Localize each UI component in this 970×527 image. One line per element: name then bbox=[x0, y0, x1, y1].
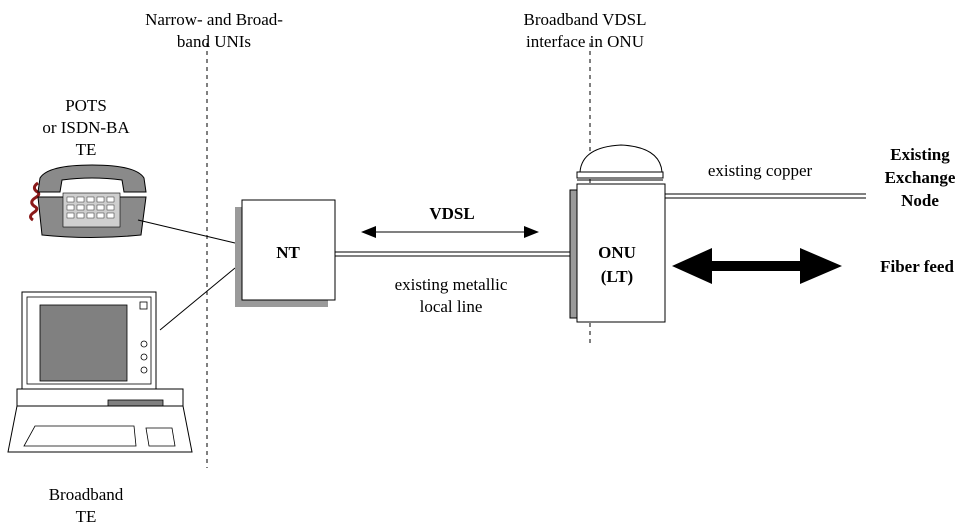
existing-copper-label: existing copper bbox=[708, 161, 813, 180]
pots-label-line1: POTS bbox=[65, 96, 107, 115]
vdsl-interface-label-line1: Broadband VDSL bbox=[524, 10, 647, 29]
vdsl-arrow-left-head bbox=[361, 226, 376, 238]
onu-box bbox=[569, 183, 666, 323]
metallic-line-label-line2: local line bbox=[420, 297, 483, 316]
pots-label-line3: TE bbox=[76, 140, 97, 159]
telephone-to-nt-line bbox=[137, 219, 236, 244]
broadband-te-label-line2: TE bbox=[76, 507, 97, 526]
uni-label-line1: Narrow- and Broad- bbox=[145, 10, 283, 29]
fiber-feed-arrow bbox=[672, 248, 842, 284]
onu-dome-icon bbox=[576, 144, 664, 181]
computer-terminal-icon bbox=[7, 291, 193, 453]
fiber-feed-label: Fiber feed bbox=[880, 257, 954, 276]
telephone-icon bbox=[29, 164, 147, 238]
vdsl-label: VDSL bbox=[429, 204, 474, 223]
onu-label-line2: (LT) bbox=[601, 267, 633, 286]
nt-box bbox=[235, 199, 336, 307]
metallic-line-label-line1: existing metallic bbox=[395, 275, 508, 294]
pots-label-line2: or ISDN-BA bbox=[42, 118, 130, 137]
vdsl-arrow-right-head bbox=[524, 226, 539, 238]
exchange-label-line1: Existing bbox=[890, 145, 950, 164]
computer-to-nt-line bbox=[159, 267, 236, 331]
broadband-te-label-line1: Broadband bbox=[49, 485, 124, 504]
exchange-label-line3: Node bbox=[901, 191, 939, 210]
onu-label-line1: ONU bbox=[598, 243, 636, 262]
nt-label: NT bbox=[276, 243, 300, 262]
exchange-label-line2: Exchange bbox=[885, 168, 956, 187]
vdsl-interface-label-line2: interface in ONU bbox=[526, 32, 644, 51]
uni-label-line2: band UNIs bbox=[177, 32, 251, 51]
